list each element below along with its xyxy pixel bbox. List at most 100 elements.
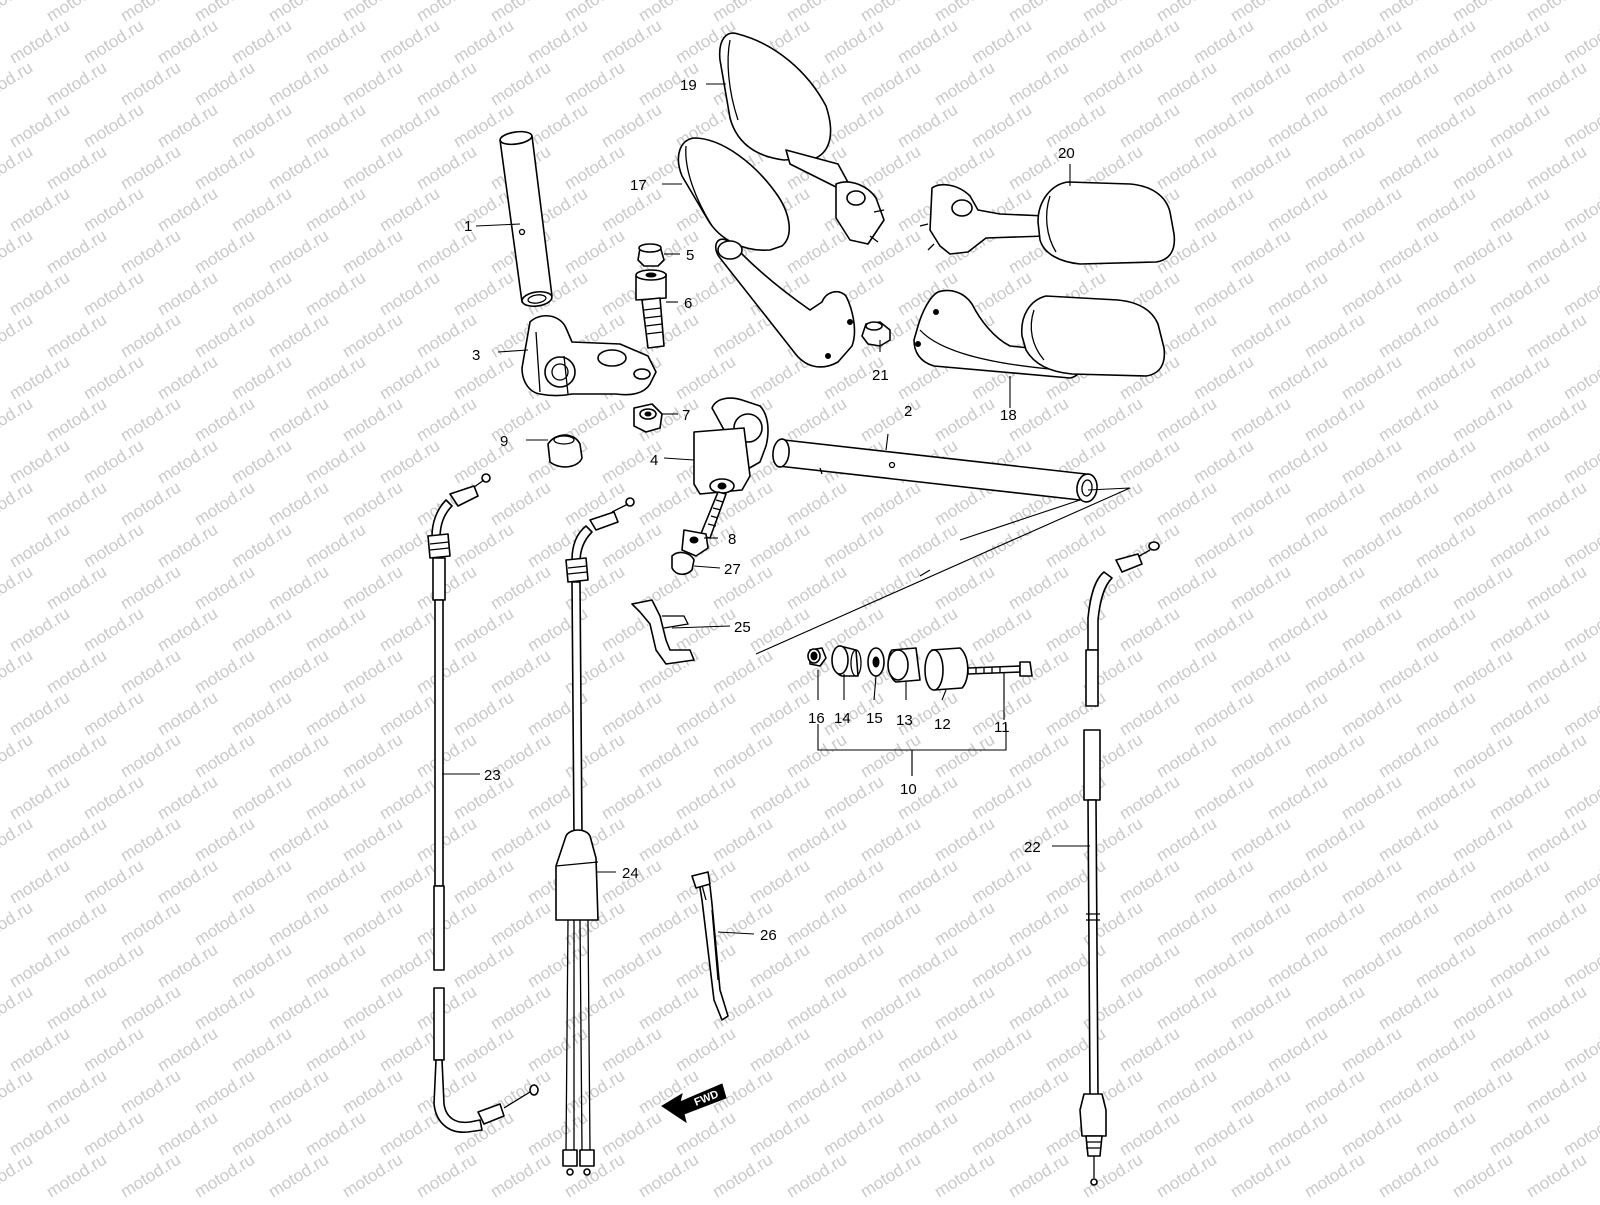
watermark-text: motod.ru [265, 982, 332, 1034]
watermark-text: motod.ru [1153, 1066, 1220, 1118]
watermark-text: motod.ru [746, 688, 813, 740]
watermark-text: motod.ru [783, 982, 850, 1034]
callout-13: 13 [896, 712, 913, 729]
watermark-text: motod.ru [265, 1066, 332, 1118]
bar-end-weight-assembly-10 [807, 645, 1033, 776]
watermark-text: motod.ru [1486, 1024, 1553, 1076]
watermark-text: motod.ru [228, 100, 295, 152]
watermark-text: motod.ru [6, 184, 73, 236]
mirror-17 [677, 137, 856, 368]
watermark-text: motod.ru [1005, 982, 1072, 1034]
watermark-text: motod.ru [1486, 184, 1553, 236]
callout-8: 8 [728, 531, 736, 548]
watermark-text: motod.ru [1153, 646, 1220, 698]
watermark-text: motod.ru [228, 1024, 295, 1076]
watermark-text: motod.ru [1523, 310, 1590, 362]
watermark-text: motod.ru [783, 226, 850, 278]
watermark-text: motod.ru [228, 184, 295, 236]
watermark-text: motod.ru [154, 604, 221, 656]
watermark-text: motod.ru [1042, 16, 1109, 68]
watermark-text: motod.ru [339, 814, 406, 866]
watermark-text: motod.ru [1116, 100, 1183, 152]
watermark-text: motod.ru [0, 1066, 36, 1118]
watermark-text: motod.ru [894, 940, 961, 992]
watermark-text: motod.ru [1412, 856, 1479, 908]
watermark-text: motod.ru [1375, 226, 1442, 278]
watermark-text: motod.ru [450, 1024, 517, 1076]
watermark-text: motod.ru [191, 814, 258, 866]
watermark-text: motod.ru [43, 814, 110, 866]
watermark-text: motod.ru [857, 730, 924, 782]
watermark-text: motod.ru [857, 1066, 924, 1118]
watermark-text: motod.ru [376, 352, 443, 404]
watermark-text: motod.ru [154, 436, 221, 488]
watermark-text: motod.ru [1190, 1108, 1257, 1160]
callout-17: 17 [630, 177, 647, 194]
watermark-text: motod.ru [154, 1108, 221, 1160]
watermark-text: motod.ru [487, 1150, 554, 1200]
watermark-text: motod.ru [80, 688, 147, 740]
watermark-text: motod.ru [709, 814, 776, 866]
callout-4: 4 [650, 452, 658, 469]
watermark-text: motod.ru [931, 814, 998, 866]
watermark-text: motod.ru [0, 226, 36, 278]
part-4-holder [693, 397, 769, 495]
callout-23: 23 [484, 767, 501, 784]
watermark-text: motod.ru [1264, 688, 1331, 740]
watermark-text: motod.ru [968, 940, 1035, 992]
watermark-text: motod.ru [598, 520, 665, 572]
watermark-text: motod.ru [43, 142, 110, 194]
callout-9: 9 [500, 433, 508, 450]
watermark-text: motod.ru [968, 1108, 1035, 1160]
callout-5: 5 [686, 247, 694, 264]
watermark-text: motod.ru [931, 562, 998, 614]
watermark-text: motod.ru [43, 1150, 110, 1200]
watermark-text: motod.ru [1449, 478, 1516, 530]
watermark-text: motod.ru [6, 856, 73, 908]
watermark-text: motod.ru [857, 814, 924, 866]
watermark-text: motod.ru [1375, 58, 1442, 110]
watermark-text: motod.ru [894, 16, 961, 68]
watermark-text: motod.ru [1227, 562, 1294, 614]
watermark-text: motod.ru [191, 646, 258, 698]
watermark-text: motod.ru [968, 772, 1035, 824]
watermark-text: motod.ru [1264, 352, 1331, 404]
watermark-text: motod.ru [0, 58, 36, 110]
watermark-text: motod.ru [413, 646, 480, 698]
watermark-text: motod.ru [6, 436, 73, 488]
watermark-text: motod.ru [0, 142, 36, 194]
watermark-text: motod.ru [746, 1108, 813, 1160]
watermark-text: motod.ru [783, 1066, 850, 1118]
callout-14: 14 [834, 710, 851, 727]
watermark-text: motod.ru [709, 1150, 776, 1200]
watermark-text: motod.ru [339, 898, 406, 950]
watermark-text: motod.ru [1338, 184, 1405, 236]
watermark-text: motod.ru [1190, 940, 1257, 992]
watermark-text: motod.ru [1412, 268, 1479, 320]
watermark-text: motod.ru [339, 226, 406, 278]
watermark-text: motod.ru [302, 856, 369, 908]
watermark-text: motod.ru [857, 394, 924, 446]
watermark-text: motod.ru [228, 856, 295, 908]
watermark-text: motod.ru [931, 898, 998, 950]
watermark-text: motod.ru [1190, 352, 1257, 404]
watermark-text: motod.ru [783, 394, 850, 446]
watermark-text: motod.ru [1190, 856, 1257, 908]
watermark-text: motod.ru [1338, 520, 1405, 572]
watermark-text: motod.ru [1079, 394, 1146, 446]
watermark-text: motod.ru [857, 898, 924, 950]
callout-20: 20 [1058, 145, 1075, 162]
watermark-text: motod.ru [117, 982, 184, 1034]
watermark-text: motod.ru [1486, 856, 1553, 908]
watermark-text: motod.ru [1005, 730, 1072, 782]
watermark-text: motod.ru [1449, 1150, 1516, 1200]
watermark-text: motod.ru [1042, 520, 1109, 572]
watermark-text: motod.ru [43, 226, 110, 278]
watermark-text: motod.ru [672, 772, 739, 824]
watermark-text: motod.ru [1190, 772, 1257, 824]
watermark-text: motod.ru [413, 898, 480, 950]
watermark-text: motod.ru [1338, 100, 1405, 152]
watermark-text: motod.ru [80, 772, 147, 824]
watermark-text: motod.ru [1264, 940, 1331, 992]
